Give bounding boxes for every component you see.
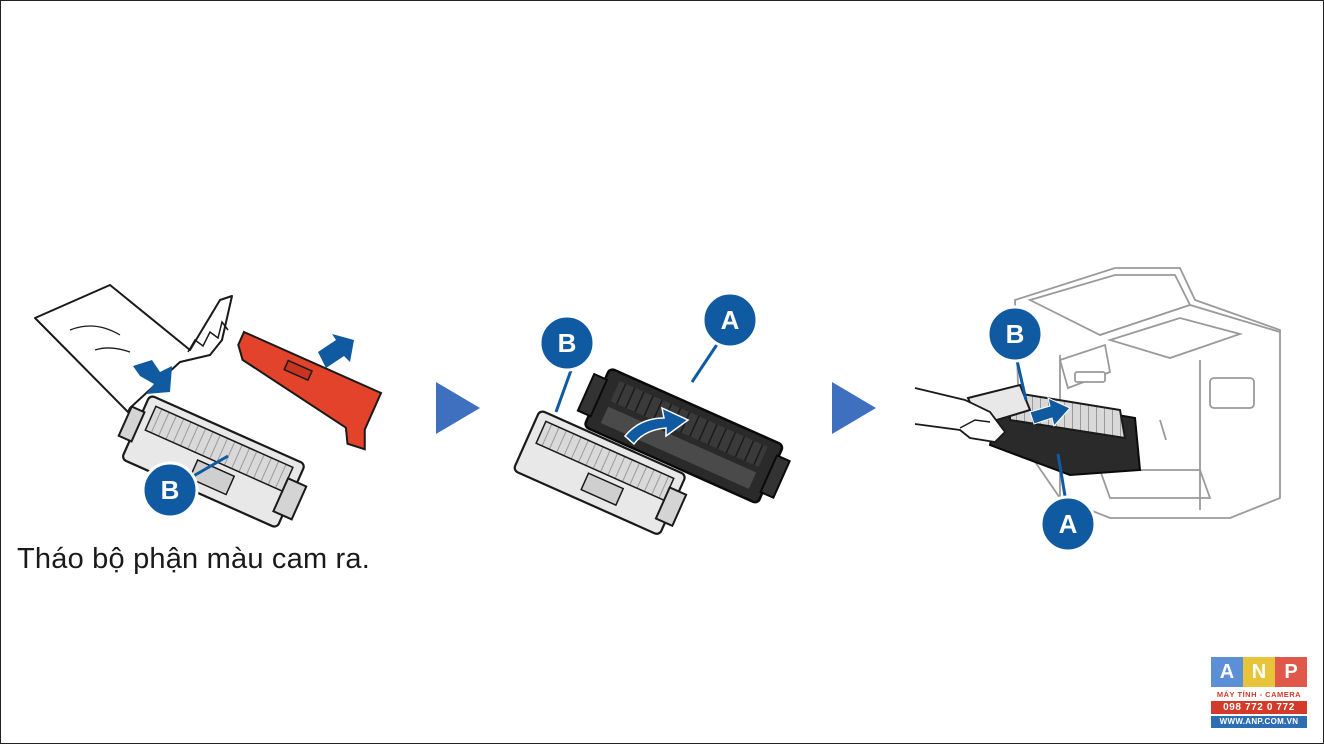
svg-text:B: B [558, 328, 577, 358]
logo-tagline: MÁY TÍNH - CAMERA [1216, 690, 1302, 699]
logo-letter-a: A [1211, 657, 1243, 687]
callout-a-step3: A [1039, 495, 1097, 553]
step-arrow-1-icon [436, 382, 480, 434]
svg-text:A: A [1059, 509, 1078, 539]
remove-arrow-icon [133, 360, 172, 394]
packaging-bag [34, 284, 233, 413]
insert-arrow-icon [623, 406, 690, 446]
anp-logo: A N P MÁY TÍNH - CAMERA 098 772 0 772 WW… [1211, 657, 1307, 728]
callout-b-step2: B [538, 314, 596, 372]
logo-letter-p: P [1275, 657, 1307, 687]
step1-panel: B [34, 284, 383, 528]
toner-cartridge [513, 410, 688, 535]
callout-b-step3: B [986, 305, 1044, 363]
lift-arrow-icon [318, 334, 354, 368]
callout-b-step1: B [141, 461, 199, 519]
step2-panel: B A [513, 291, 791, 535]
step3-panel: B A [914, 267, 1281, 553]
svg-text:B: B [1006, 319, 1025, 349]
instruction-caption: Tháo bộ phận màu cam ra. [17, 543, 370, 575]
logo-website: WWW.ANP.COM.VN [1211, 716, 1307, 728]
logo-letters: A N P [1211, 657, 1307, 687]
orange-protective-part [237, 330, 383, 451]
step-arrow-2-icon [832, 382, 876, 434]
logo-phone: 098 772 0 772 [1211, 701, 1307, 714]
push-arrow-icon [1029, 397, 1071, 428]
svg-text:B: B [161, 475, 180, 505]
logo-letter-n: N [1243, 657, 1275, 687]
hand [914, 387, 1007, 443]
printer [1014, 267, 1281, 519]
toner-cartridge [117, 395, 308, 528]
svg-text:A: A [721, 305, 740, 335]
callout-a-step2: A [701, 291, 759, 349]
